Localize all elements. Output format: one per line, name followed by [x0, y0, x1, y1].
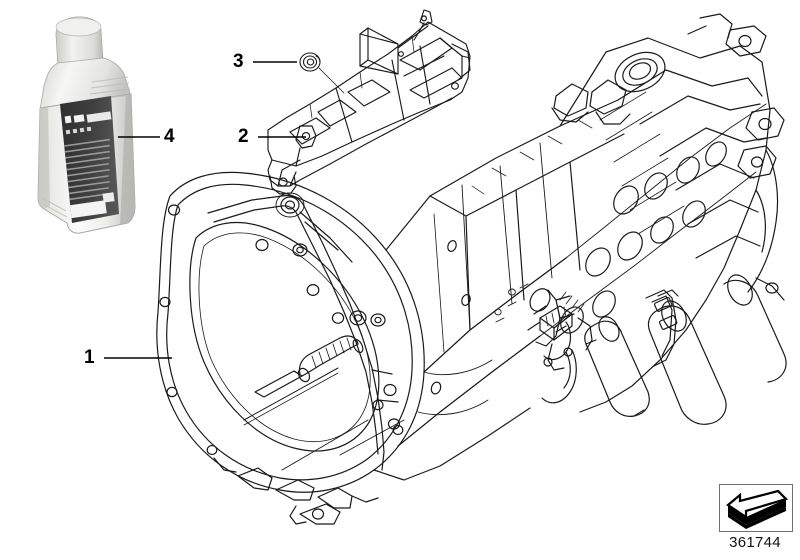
shift-linkage [527, 289, 593, 371]
diagram-part-number: 361744 [729, 534, 781, 551]
callout-number-2[interactable]: 2 [238, 126, 249, 147]
grommet-part [299, 52, 321, 72]
filler-plug-boss [614, 51, 666, 93]
callout-number-4[interactable]: 4 [164, 126, 175, 147]
bottle-product-label [60, 96, 119, 223]
bottle-cap [55, 16, 104, 68]
slave-cylinder-group [584, 274, 787, 425]
orientation-icon-box [719, 484, 793, 532]
direction-arrow-icon [726, 489, 789, 529]
sensor-connector [539, 305, 573, 341]
callout-number-1[interactable]: 1 [84, 347, 95, 368]
callout-number-3[interactable]: 3 [233, 51, 244, 72]
